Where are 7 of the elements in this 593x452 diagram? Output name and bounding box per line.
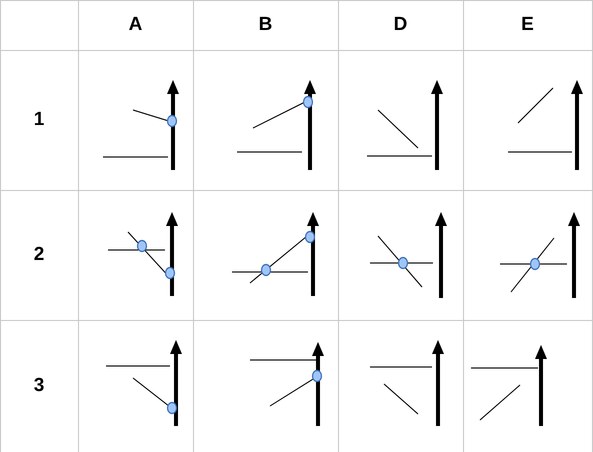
row-header: 1 [34, 109, 44, 131]
column-header: D [394, 14, 408, 36]
column-header: B [258, 14, 272, 36]
column-header: E [521, 14, 534, 36]
column-header: A [128, 14, 142, 36]
row-header: 2 [34, 244, 44, 266]
row-header: 3 [34, 375, 44, 397]
